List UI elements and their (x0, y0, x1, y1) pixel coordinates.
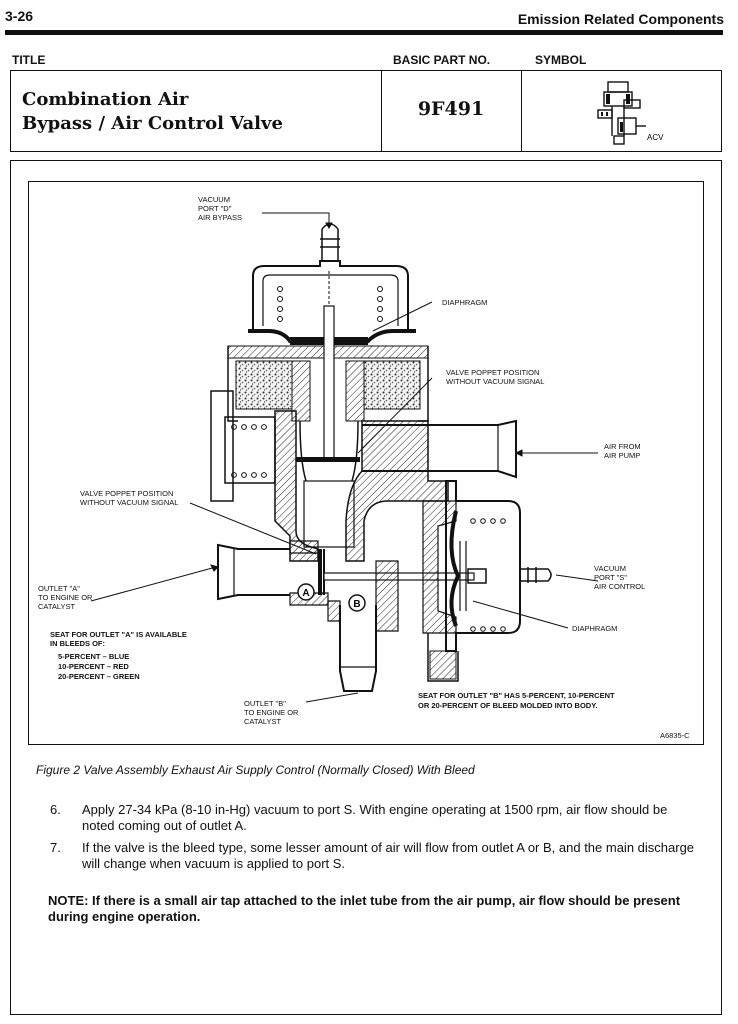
callout-outlet-b-2: TO ENGINE OR (244, 708, 299, 717)
valve-diagram: A B VACUUM PORT "D" AIR BYPASS DIAPHRAGM… (38, 195, 690, 740)
marker-a: A (302, 588, 309, 599)
callout-diaphragm-top: DIAPHRAGM (442, 298, 487, 307)
basic-part-number: 9F491 (417, 98, 485, 120)
callout-air-pump-2: AIR PUMP (604, 451, 640, 460)
step-7-text: If the valve is the bleed type, some les… (82, 840, 695, 871)
title-label: TITLE (12, 53, 46, 67)
callout-vacuum-d-2: PORT "D" (198, 204, 232, 213)
page-number: 3-26 (5, 8, 34, 24)
callout-poppet-right-1: VALVE POPPET POSITION (446, 368, 539, 377)
outlet-a-tube (217, 543, 290, 601)
figure-code: A6835-C (660, 731, 690, 740)
symbol-label: SYMBOL (535, 53, 587, 67)
callout-outlet-a-3: CATALYST (38, 602, 76, 611)
callout-vacuum-s-2: PORT "S" (594, 573, 627, 582)
callout-outlet-a-2: TO ENGINE OR (38, 593, 93, 602)
figure-frame (10, 160, 722, 1015)
left-flange (210, 390, 234, 502)
step-6-number: 6. (50, 802, 61, 817)
valve-stem (323, 305, 335, 462)
component-title: Combination Air Bypass / Air Control Val… (22, 88, 283, 136)
symbol-box (521, 70, 722, 152)
callout-vacuum-d-1: VACUUM (198, 195, 230, 204)
diagram-callouts: VACUUM PORT "D" AIR BYPASS DIAPHRAGM VAL… (38, 195, 690, 740)
step-6-text: Apply 27-34 kPa (8-10 in-Hg) vacuum to p… (82, 802, 668, 833)
symbol-tag: ACV (647, 133, 664, 142)
acv-symbol-icon: ACV (597, 81, 664, 145)
marker-b: B (353, 599, 360, 610)
callout-outlet-a-1: OUTLET "A" (38, 584, 80, 593)
callout-poppet-right-2: WITHOUT VACUUM SIGNAL (446, 377, 544, 386)
callout-bleed-3: 20-PERCENT – GREEN (58, 672, 140, 681)
note-text: NOTE: If there is a small air tap attach… (48, 893, 681, 924)
section-title: Emission Related Components (517, 11, 724, 27)
valve-body (274, 410, 319, 562)
air-pump-inlet (362, 419, 517, 479)
callout-vacuum-d-3: AIR BYPASS (198, 213, 242, 222)
header-rule (5, 30, 723, 35)
valve-poppet (296, 457, 360, 462)
step-7-number: 7. (50, 840, 61, 855)
diagram-frame (28, 181, 704, 745)
upper-cover (252, 260, 409, 331)
title-line-2: Bypass / Air Control Valve (22, 113, 283, 134)
callout-seat-a-1: SEAT FOR OUTLET "A" IS AVAILABLE (50, 630, 187, 639)
callout-poppet-left-1: VALVE POPPET POSITION (80, 489, 173, 498)
control-actuator (445, 480, 521, 652)
callout-outlet-b-1: OUTLET "B" (244, 699, 286, 708)
callout-outlet-b-3: CATALYST (244, 717, 282, 726)
callout-vacuum-s-3: AIR CONTROL (594, 582, 645, 591)
callout-bleed-1: 5-PERCENT – BLUE (58, 652, 129, 661)
callout-seat-a-2: IN BLEEDS OF: (50, 639, 105, 648)
callout-seat-b-1: SEAT FOR OUTLET "B" HAS 5-PERCENT, 10-PE… (418, 691, 615, 700)
callout-seat-b-2: OR 20-PERCENT OF BLEED MOLDED INTO BODY. (418, 701, 597, 710)
callout-air-pump-1: AIR FROM (604, 442, 641, 451)
callout-poppet-left-2: WITHOUT VACUUM SIGNAL (80, 498, 178, 507)
callout-diaphragm-bottom: DIAPHRAGM (572, 624, 617, 633)
part-label: BASIC PART NO. (393, 53, 491, 67)
callout-bleed-2: 10-PERCENT – RED (58, 662, 129, 671)
callout-vacuum-s-1: VACUUM (594, 564, 626, 573)
figure-caption: Figure 2 Valve Assembly Exhaust Air Supp… (36, 763, 475, 777)
title-line-1: Combination Air (22, 89, 189, 110)
vacuum-port-d-nipple (320, 223, 340, 261)
outlet-b-tube (339, 605, 377, 692)
